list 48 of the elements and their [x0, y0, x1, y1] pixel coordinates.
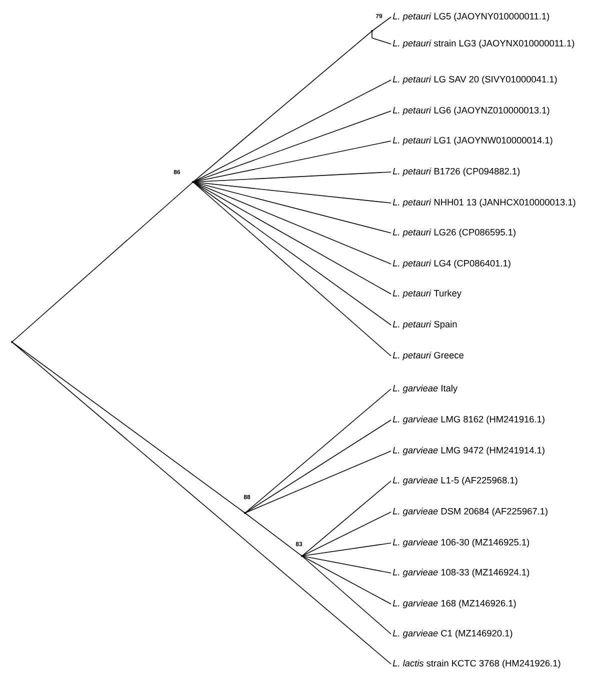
- tree-branch: [244, 420, 392, 514]
- tree-branch: [302, 556, 392, 574]
- tree-branch: [192, 110, 392, 182]
- taxon-label: L. garvieae C1 (MZ146920.1): [392, 630, 512, 638]
- tree-branch: [192, 182, 392, 326]
- taxon-label: L. garvieae L1-5 (AF225968.1): [392, 476, 518, 486]
- tree-branch: [302, 556, 392, 604]
- taxon-label: L. garvieae 108-33 (MZ146924.1): [392, 568, 530, 578]
- taxon-label: L. petauri Turkey: [392, 290, 462, 298]
- taxon-label: L. petauri strain LG3 (JAOYNX010000011.1): [392, 40, 574, 48]
- taxon-label: L. petauri LG6 (JAOYNZ010000013.1): [392, 106, 550, 116]
- tree-branch: [302, 556, 392, 634]
- taxon-label: L. petauri LG1 (JAOYNW010000014.1): [392, 136, 552, 146]
- tree-branch: [192, 172, 392, 182]
- tree-branch: [244, 512, 302, 556]
- taxon-label: L. petauri LG4 (CP086401.1): [392, 260, 510, 268]
- tree-branch: [302, 512, 392, 556]
- tree-branch: [372, 16, 392, 32]
- taxon-label: L. garvieae 168 (MZ146926.1): [392, 600, 516, 608]
- tree-branch: [302, 542, 392, 556]
- tree-branch: [192, 80, 392, 182]
- tree-branch: [192, 182, 392, 204]
- tree-branch: [192, 182, 392, 234]
- tree-branch: [302, 480, 392, 556]
- taxon-label: L. petauri Spain: [392, 320, 457, 330]
- tree-branch: [244, 450, 392, 514]
- taxon-label: L. petauri LG26 (CP086595.1): [392, 228, 516, 238]
- taxon-label: L. petauri NHH01 13 (JANHCX010000013.1): [392, 198, 576, 208]
- tree-branch: [192, 140, 392, 182]
- taxon-label: L. petauri LG5 (JAOYNY010000011.1): [392, 12, 550, 22]
- taxon-label: L. garvieae Italy: [392, 384, 458, 394]
- taxon-label: L. petauri LG SAV 20 (SIVY01000041.1): [392, 76, 557, 84]
- taxon-label: L. garvieae LMG 9472 (HM241914.1): [392, 446, 544, 456]
- taxon-label: L. garvieae DSM 20684 (AF225967.1): [392, 508, 548, 516]
- tree-branch: [12, 342, 392, 664]
- tree-branch: [192, 182, 392, 356]
- taxon-label: L. garvieae LMG 8162 (HM241916.1): [392, 416, 544, 424]
- tree-branch: [12, 342, 246, 514]
- tree-branch: [192, 30, 372, 182]
- taxon-label: L. garvieae 106-30 (MZ146925.1): [392, 538, 530, 548]
- tree-branch: [192, 182, 392, 294]
- taxon-label: L. petauri B1726 (CP094882.1): [392, 168, 520, 176]
- tree-branch: [372, 30, 392, 44]
- taxon-label: L. lactis strain KCTC 3768 (HM241926.1): [392, 660, 560, 668]
- tree-branch: [244, 388, 392, 514]
- tree-branch: [192, 182, 392, 264]
- tree-branch: [12, 182, 194, 342]
- taxon-label: L. petauri Greece: [392, 352, 464, 360]
